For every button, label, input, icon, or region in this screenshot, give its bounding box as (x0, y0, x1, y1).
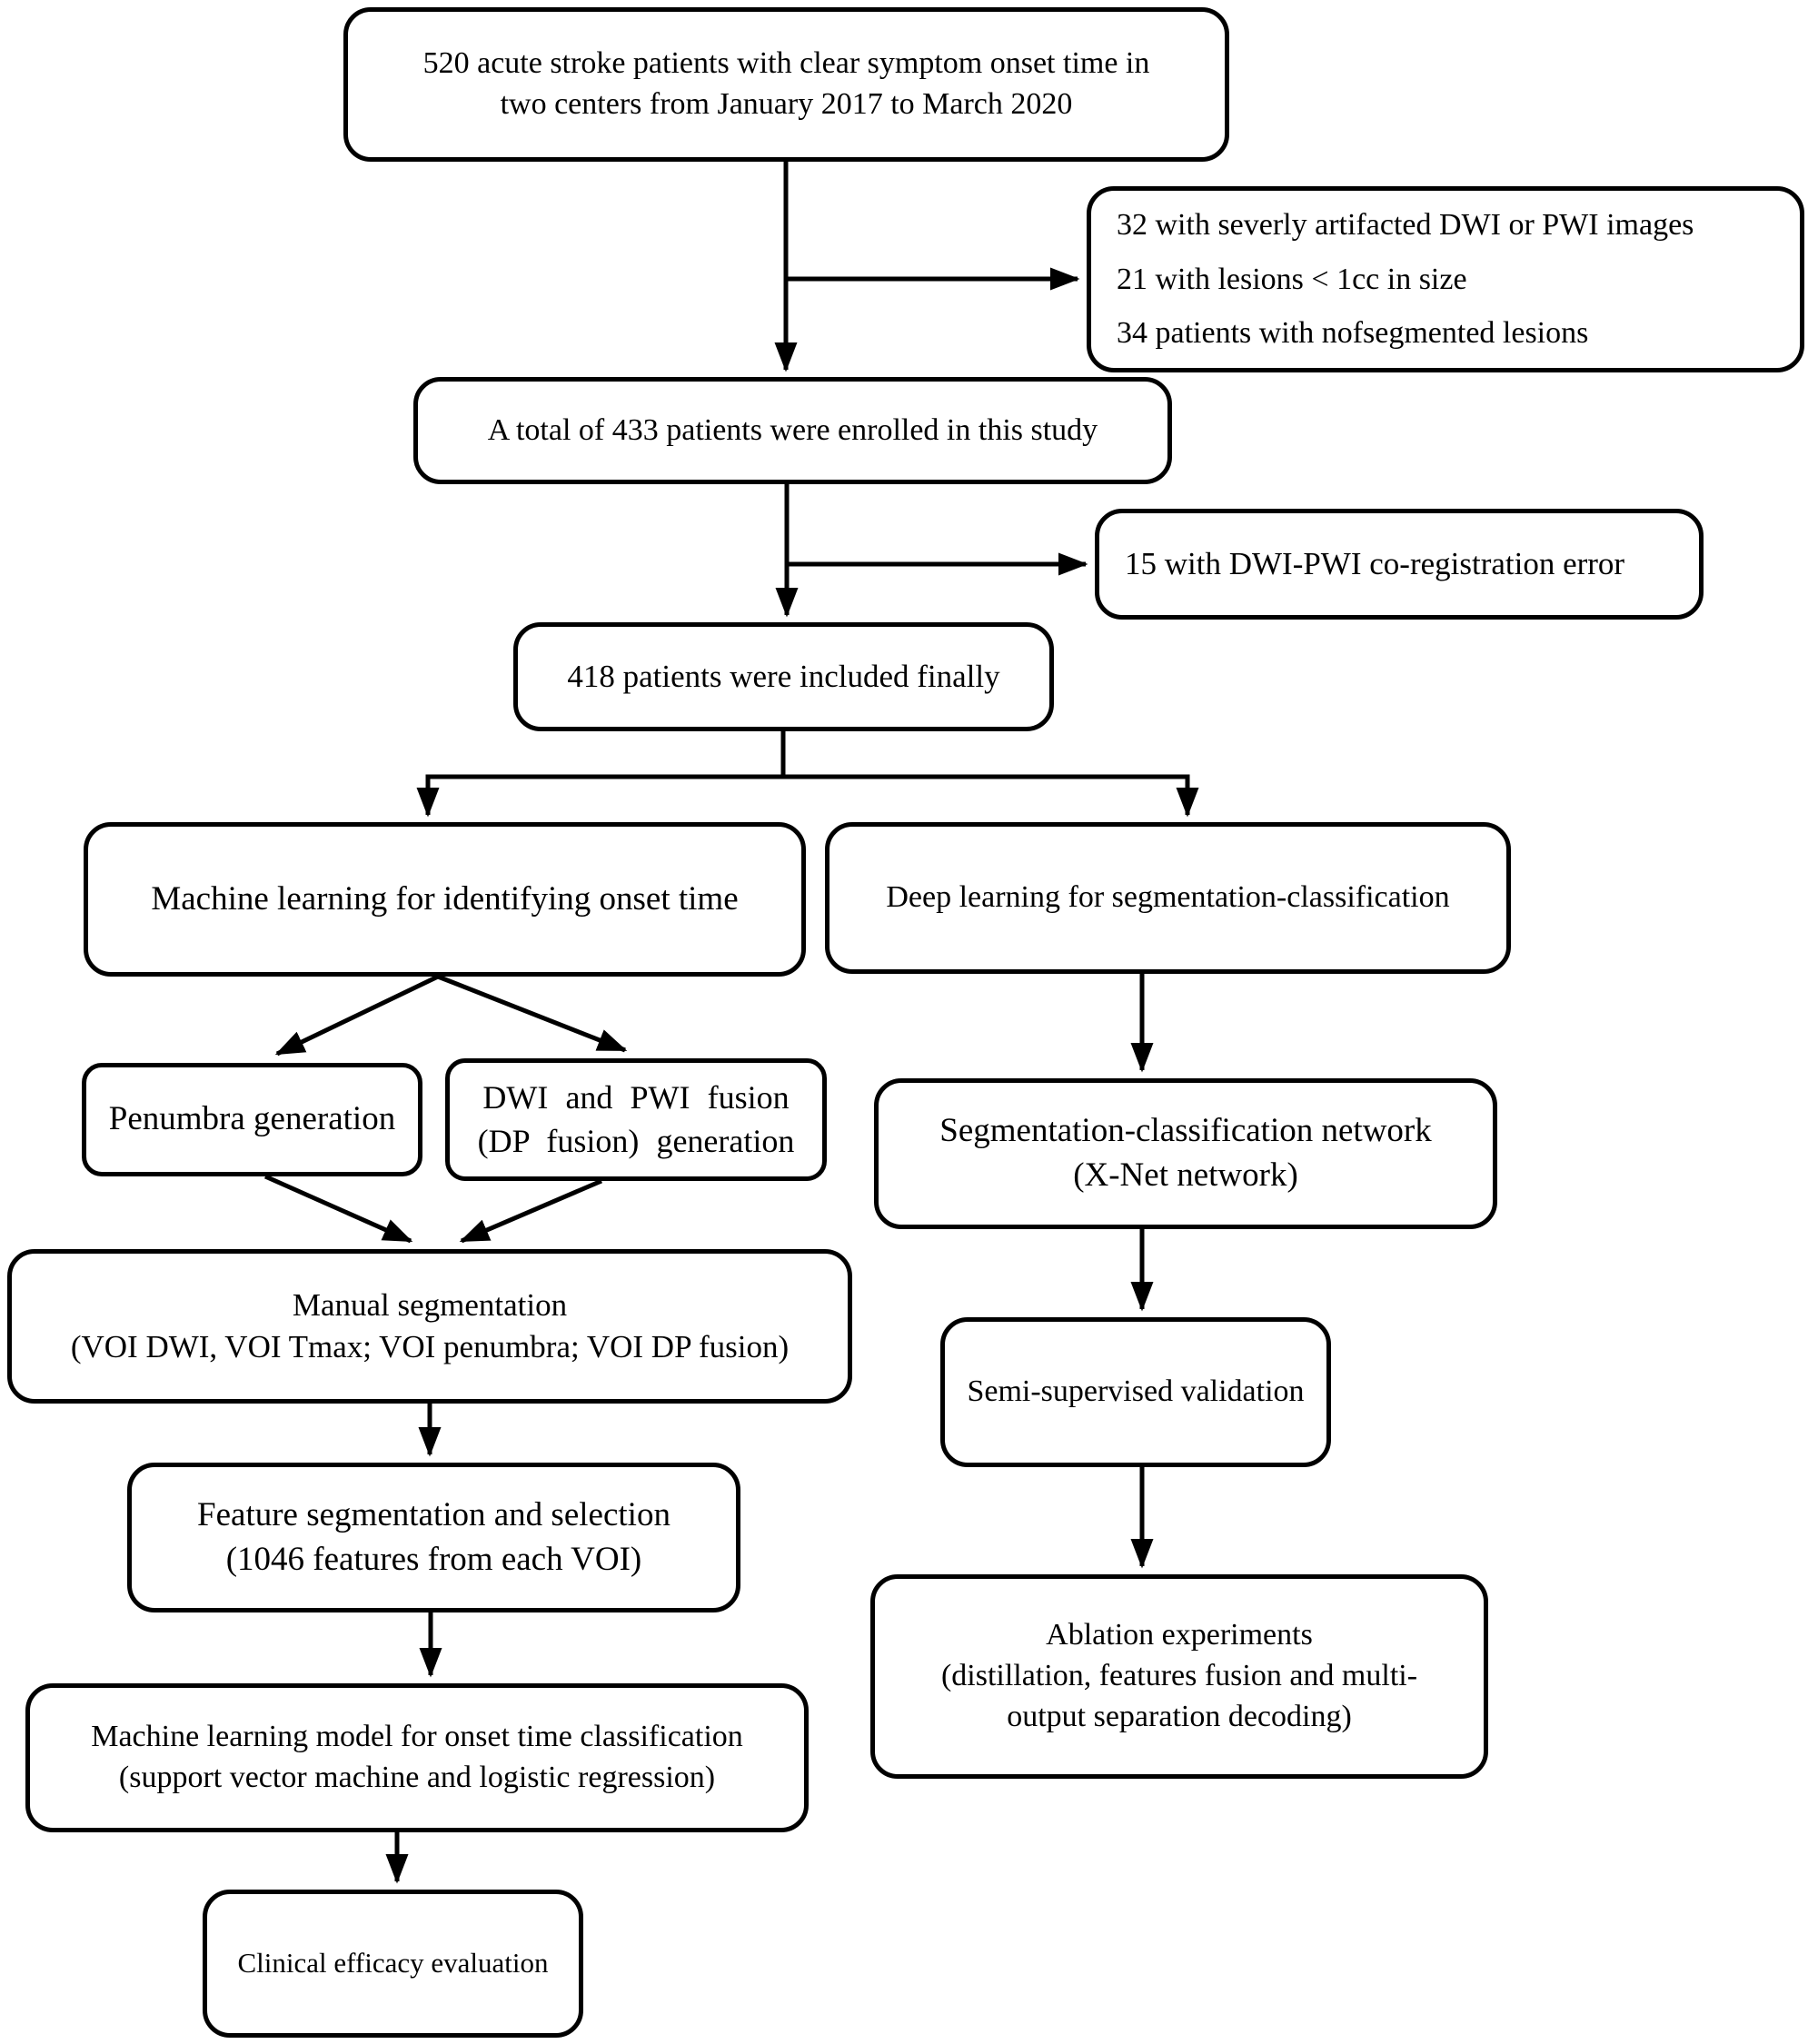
node-clinical-evaluation-text: Clinical efficacy evaluation (237, 1947, 549, 1980)
node-enrolled: A total of 433 patients were enrolled in… (413, 377, 1172, 484)
node-dp-fusion-generation-text: DWI and PWI fusion (DP fusion) generatio… (477, 1078, 795, 1159)
node-xnet-network: Segmentation-classification network (X-N… (874, 1078, 1497, 1229)
node-dl-branch-text: Deep learning for segmentation-classific… (886, 880, 1450, 915)
node-exclusion-criteria-2: 15 with DWI-PWI co-registration error (1095, 509, 1704, 620)
node-xnet-network-text: Segmentation-classification network (X-N… (939, 1112, 1432, 1194)
node-initial-patients: 520 acute stroke patients with clear sym… (343, 7, 1229, 162)
node-included: 418 patients were included finally (513, 622, 1054, 731)
node-penumbra-generation-text: Penumbra generation (108, 1100, 396, 1138)
node-manual-segmentation-text: Manual segmentation (VOI DWI, VOI Tmax; … (70, 1286, 790, 1364)
node-penumbra-generation: Penumbra generation (82, 1063, 422, 1176)
node-dl-branch: Deep learning for segmentation-classific… (825, 822, 1511, 974)
node-ablation-experiments: Ablation experiments (distillation, feat… (870, 1574, 1488, 1779)
node-ml-branch-text: Machine learning for identifying onset t… (151, 879, 739, 918)
arrow-split-to-dl-branch (783, 774, 1199, 818)
node-dp-fusion-generation: DWI and PWI fusion (DP fusion) generatio… (445, 1058, 827, 1181)
arrow-penumbra-to-manual (263, 1174, 413, 1244)
arrow-split-to-ml-branch (416, 774, 783, 818)
node-ablation-experiments-text: Ablation experiments (distillation, feat… (940, 1618, 1418, 1733)
node-manual-segmentation: Manual segmentation (VOI DWI, VOI Tmax; … (7, 1249, 852, 1404)
node-included-text: 418 patients were included finally (567, 658, 1000, 694)
node-semi-supervised-validation: Semi-supervised validation (940, 1317, 1331, 1467)
node-ml-branch: Machine learning for identifying onset t… (84, 822, 806, 977)
node-ml-model-text: Machine learning model for onset time cl… (91, 1720, 743, 1794)
node-ml-model: Machine learning model for onset time cl… (25, 1683, 809, 1832)
node-initial-patients-text: 520 acute stroke patients with clear sym… (422, 46, 1150, 121)
node-feature-selection: Feature segmentation and selection (1046… (127, 1463, 740, 1612)
node-enrolled-text: A total of 433 patients were enrolled in… (487, 412, 1098, 447)
arrow-dp-fusion-to-manual (459, 1178, 602, 1244)
node-feature-selection-text: Feature segmentation and selection (1046… (197, 1495, 671, 1578)
node-exclusion-criteria-2-text: 15 with DWI-PWI co-registration error (1125, 545, 1625, 581)
node-clinical-evaluation: Clinical efficacy evaluation (203, 1890, 583, 2038)
arrow-ml-to-penumbra (274, 974, 440, 1057)
node-exclusion-criteria-1-text: 32 with severly artifacted DWI or PWI im… (1117, 208, 1694, 351)
node-semi-supervised-validation-text: Semi-supervised validation (967, 1374, 1305, 1409)
node-exclusion-criteria-1: 32 with severly artifacted DWI or PWI im… (1087, 186, 1804, 372)
arrow-ml-to-dp-fusion (437, 974, 628, 1053)
